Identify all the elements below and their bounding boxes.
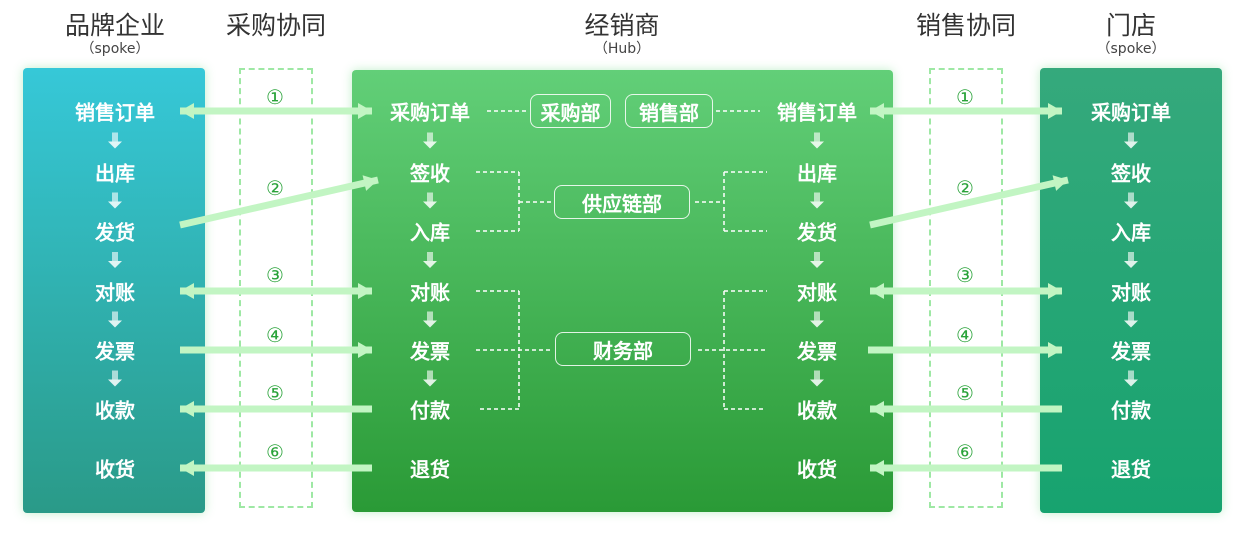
hub-purchase-step: 入库 — [410, 220, 450, 245]
purchase-collab-title: 采购协同 — [225, 11, 327, 40]
flow-number: ⑤ — [956, 381, 974, 405]
arrow-head-icon — [870, 460, 884, 476]
store-step: 对账 — [1111, 280, 1151, 305]
down-arrow-icon — [423, 132, 437, 149]
down-arrow-icon — [108, 132, 122, 149]
brand-step: 出库 — [95, 161, 135, 186]
hub-sales-step: 收款 — [797, 398, 837, 423]
flow-number: ③ — [956, 263, 974, 287]
down-arrow-icon — [1124, 311, 1138, 328]
dept-purchase: 采购部 — [530, 94, 611, 128]
arrow-head-icon — [1048, 283, 1062, 299]
hub-panel — [352, 70, 893, 512]
arrow-head-icon — [870, 401, 884, 417]
hub-purchase-step: 发票 — [410, 339, 450, 364]
arrow-head-icon — [180, 460, 194, 476]
store-step: 退货 — [1111, 457, 1151, 482]
down-arrow-icon — [108, 370, 122, 387]
arrow-head-icon — [358, 283, 372, 299]
brand-step: 对账 — [95, 280, 135, 305]
arrow-head-icon — [870, 103, 884, 119]
brand-title: 品牌企业 — [64, 11, 166, 40]
hub-purchase-step: 退货 — [410, 457, 450, 482]
flow-number: ⑥ — [266, 440, 284, 464]
sales-collab-title: 销售协同 — [915, 11, 1017, 40]
down-arrow-icon — [1124, 132, 1138, 149]
flow-number: ② — [956, 176, 974, 200]
store-subtitle: （spoke） — [1096, 41, 1166, 57]
flow-number: ⑥ — [956, 440, 974, 464]
brand-step: 销售订单 — [75, 100, 155, 125]
hub-sales-step: 对账 — [797, 280, 837, 305]
hub-purchase-step: 签收 — [410, 161, 450, 186]
store-step: 入库 — [1111, 220, 1151, 245]
arrow-head-icon — [180, 401, 194, 417]
dept-finance: 财务部 — [555, 332, 691, 366]
down-arrow-icon — [810, 192, 824, 209]
hub-sales-step: 收货 — [797, 457, 837, 482]
store-step: 付款 — [1111, 398, 1151, 423]
dept-supply-chain: 供应链部 — [554, 185, 690, 219]
flow-number: ⑤ — [266, 381, 284, 405]
hub-purchase-step: 付款 — [410, 398, 450, 423]
arrow-head-icon — [358, 103, 372, 119]
flow-number: ② — [266, 176, 284, 200]
brand-step: 收款 — [95, 398, 135, 423]
brand-step: 收货 — [95, 457, 135, 482]
down-arrow-icon — [1124, 370, 1138, 387]
brand-subtitle: （spoke） — [80, 41, 150, 57]
down-arrow-icon — [810, 370, 824, 387]
brand-step: 发货 — [95, 220, 135, 245]
hub-sales-step: 销售订单 — [777, 100, 857, 125]
down-arrow-icon — [423, 370, 437, 387]
arrow-head-icon — [358, 342, 372, 358]
hub-sales-step: 发票 — [797, 339, 837, 364]
down-arrow-icon — [423, 311, 437, 328]
arrow-head-icon — [870, 283, 884, 299]
flow-number: ④ — [956, 323, 974, 347]
hub-subtitle: （Hub） — [593, 41, 651, 57]
hub-title: 经销商 — [584, 11, 660, 40]
down-arrow-icon — [810, 132, 824, 149]
flow-number: ① — [956, 85, 974, 109]
hub-purchase-step: 采购订单 — [390, 100, 470, 125]
down-arrow-icon — [108, 252, 122, 268]
down-arrow-icon — [1124, 192, 1138, 209]
arrow-head-icon — [1048, 103, 1062, 119]
store-step: 签收 — [1111, 161, 1151, 186]
arrow-head-icon — [1052, 175, 1068, 191]
flow-arrow — [869, 176, 1069, 229]
flow-number: ① — [266, 85, 284, 109]
down-arrow-icon — [810, 311, 824, 328]
store-step: 采购订单 — [1091, 100, 1171, 125]
hub-sales-step: 出库 — [797, 161, 837, 186]
flow-number: ③ — [266, 263, 284, 287]
arrow-head-icon — [362, 175, 378, 191]
hub-purchase-step: 对账 — [410, 280, 450, 305]
down-arrow-icon — [423, 192, 437, 209]
store-title: 门店 — [1105, 11, 1157, 40]
flow-number: ④ — [266, 323, 284, 347]
arrow-head-icon — [1048, 342, 1062, 358]
down-arrow-icon — [108, 311, 122, 328]
down-arrow-icon — [108, 192, 122, 209]
down-arrow-icon — [423, 252, 437, 268]
dept-sales: 销售部 — [625, 94, 713, 128]
hub-sales-step: 发货 — [797, 220, 837, 245]
brand-step: 发票 — [95, 339, 135, 364]
down-arrow-icon — [1124, 252, 1138, 268]
flow-arrow — [179, 176, 379, 229]
store-step: 发票 — [1111, 339, 1151, 364]
down-arrow-icon — [810, 252, 824, 268]
arrow-head-icon — [180, 283, 194, 299]
arrow-head-icon — [180, 103, 194, 119]
